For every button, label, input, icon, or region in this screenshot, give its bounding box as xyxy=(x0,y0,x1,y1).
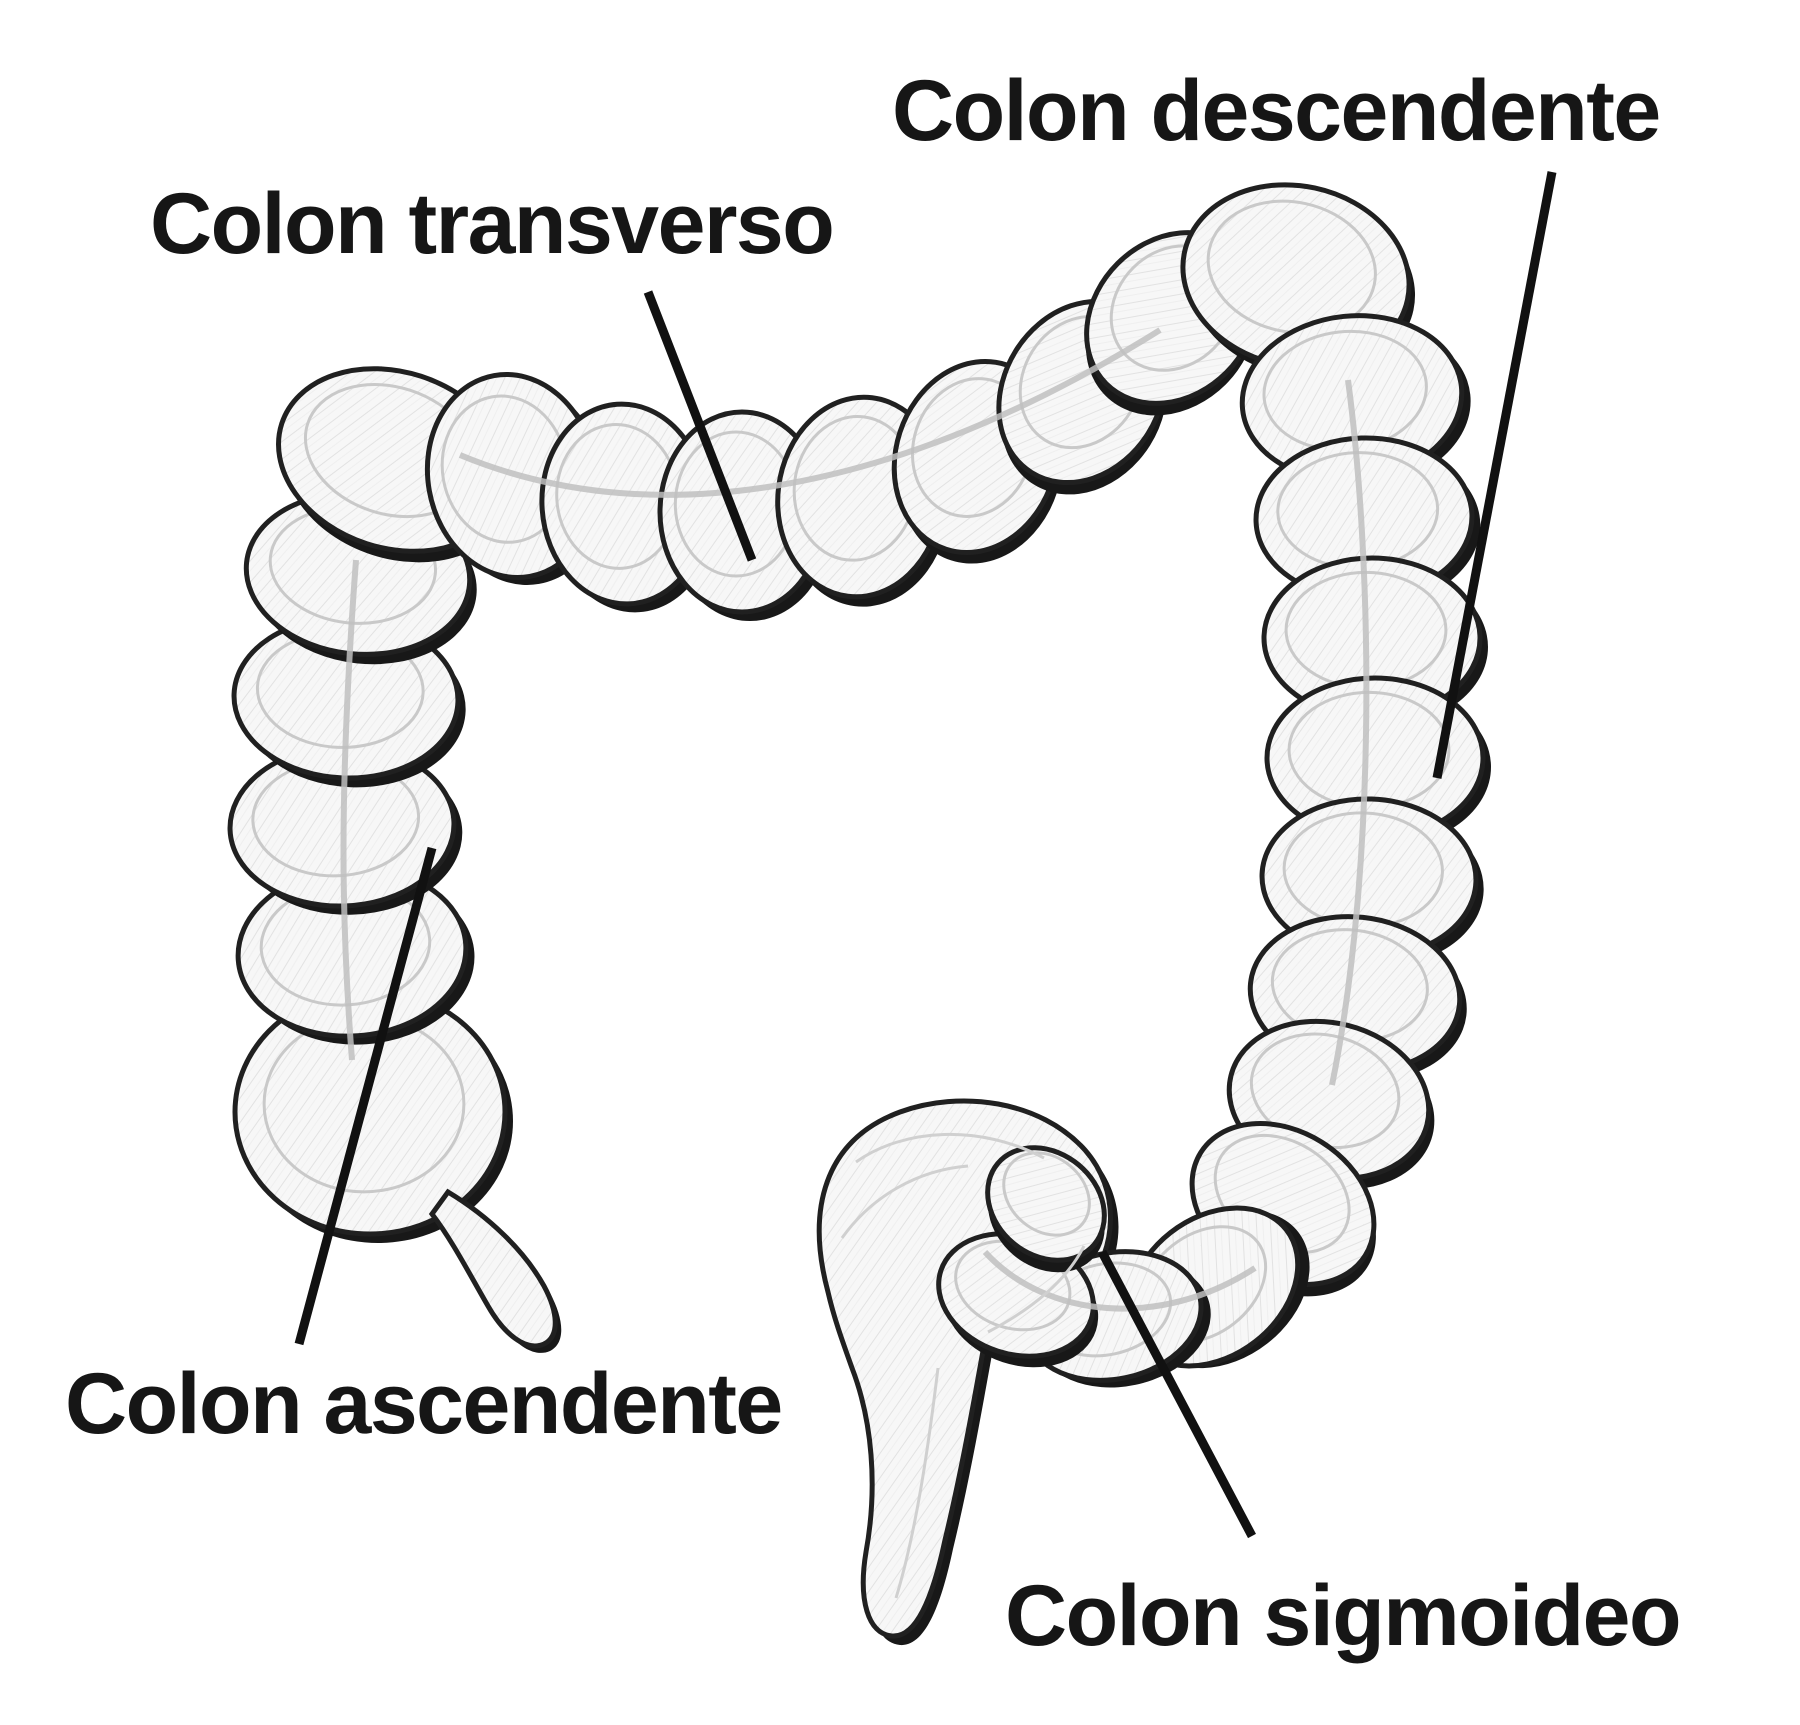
pencil-streak xyxy=(840,1164,969,1239)
taenia-coli-line xyxy=(340,559,359,1061)
pencil-streak xyxy=(987,1245,1086,1334)
leader-lines xyxy=(294,171,1557,1539)
pencil-streak xyxy=(894,1367,940,1599)
appendix xyxy=(428,1188,562,1353)
descending-colon xyxy=(1189,313,1491,1297)
cecum xyxy=(232,987,513,1243)
label-colon-ascendente: Colon ascendente xyxy=(65,1356,783,1452)
pencil-streak xyxy=(855,1132,1045,1164)
appendix-body xyxy=(428,1188,558,1349)
leader-line-ascending xyxy=(294,846,437,1346)
leader-line-descending xyxy=(1432,171,1557,779)
taenia-coli-line xyxy=(458,327,1162,498)
haustra-inner-line xyxy=(1002,1151,1091,1237)
label-colon-sigmoideo: Colon sigmoideo xyxy=(1005,1568,1682,1664)
pencil-detail-lines xyxy=(340,327,1370,1599)
leader-line-transverse xyxy=(643,290,757,562)
label-colon-descendente: Colon descendente xyxy=(892,63,1661,159)
leader-line-sigmoid xyxy=(1098,1249,1256,1539)
label-colon-transverso: Colon transverso xyxy=(150,176,835,272)
taenia-coli-line xyxy=(982,1249,1257,1312)
haustra-bead xyxy=(985,1145,1107,1263)
taenia-coli-line xyxy=(1329,379,1370,1086)
haustra-inner-line xyxy=(1206,199,1377,335)
